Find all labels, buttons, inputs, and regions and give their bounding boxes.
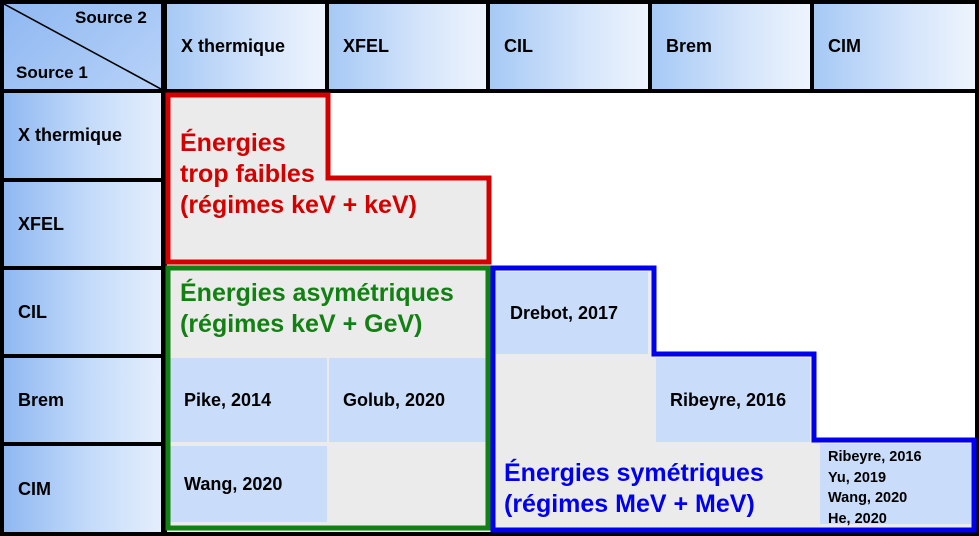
sym-empty-a (652, 266, 975, 354)
row-header-brem: Brem (4, 358, 161, 442)
ref-he-2020: He, 2020 (828, 510, 887, 527)
empty-area-row2 (490, 178, 975, 266)
sym-empty-b (814, 354, 975, 438)
row-header-cil: CIL (4, 270, 161, 354)
ref-pike-2014: Pike, 2014 (170, 358, 327, 442)
col-header-brem: Brem (652, 4, 810, 89)
row-header-cim: CIM (4, 446, 161, 532)
source1-label: Source 1 (16, 63, 88, 82)
ref-wang-2020-b: Wang, 2020 (828, 490, 908, 506)
ref-wang-2020: Wang, 2020 (170, 446, 327, 522)
empty-area-row1 (329, 93, 975, 178)
corner-diagonal (4, 4, 161, 89)
col-header-cil: CIL (490, 4, 648, 89)
low-region-label: Énergies trop faibles (régimes keV + keV… (180, 129, 417, 219)
ref-golub-2020: Golub, 2020 (329, 358, 486, 442)
ref-drebot-2017: Drebot, 2017 (496, 272, 648, 354)
row-header-xfel: XFEL (4, 182, 161, 266)
row-header-x-thermique: X thermique (4, 93, 161, 178)
ref-ribeyre-2016: Ribeyre, 2016 (656, 358, 810, 442)
ref-yu-2019: Yu, 2019 (828, 469, 887, 486)
col-header-xfel: XFEL (329, 4, 486, 89)
ref-ribeyre-2016-b: Ribeyre, 2016 (828, 449, 922, 465)
sym-region-label: Énergies symétriques (régimes MeV + MeV) (504, 459, 764, 518)
col-header-cim: CIM (814, 4, 975, 89)
asym-region-label: Énergies asymétriques (régimes keV + GeV… (180, 279, 454, 338)
source2-label: Source 2 (75, 8, 147, 27)
ref-list-cim-cim: Ribeyre, 2016 Yu, 2019 Wang, 2020 He, 20… (820, 444, 971, 527)
col-header-x-thermique: X thermique (167, 4, 325, 89)
